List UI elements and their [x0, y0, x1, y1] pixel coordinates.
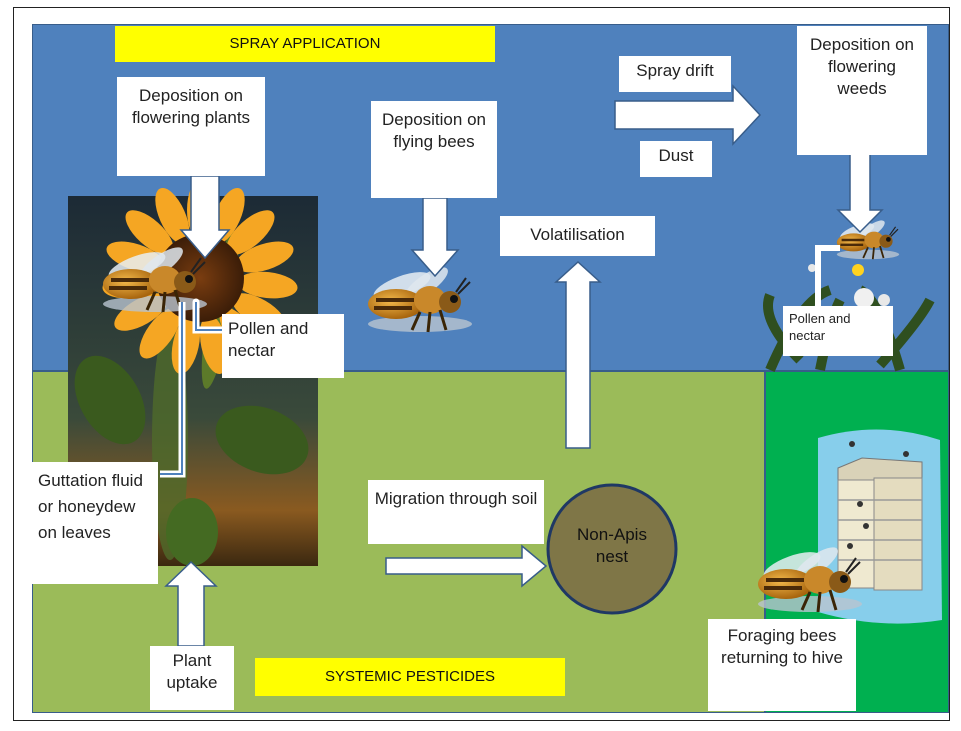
label-dust: Dust [640, 141, 712, 177]
beehive-image [818, 429, 942, 624]
guttation-pipe-outline [160, 302, 183, 475]
label-deposition-flying-bees: Deposition on flying bees [371, 101, 497, 198]
label-volatilisation: Volatilisation [500, 216, 655, 256]
non-apis-nest-circle [546, 483, 678, 615]
arrow-plant-uptake [164, 560, 218, 647]
label-pollen-and-nectar-weeds: Pollen and nectar [783, 306, 893, 356]
label-deposition-flowering-weeds: Deposition on flowering weeds [797, 26, 927, 155]
label-foraging-bees: Foraging bees returning to hive [708, 619, 856, 711]
systemic-pesticides-banner: SYSTEMIC PESTICIDES [255, 658, 565, 696]
arrow-deposition-bees [410, 197, 460, 278]
label-migration-through-soil: Migration through soil [368, 480, 544, 544]
arrow-migration-soil [385, 544, 548, 588]
label-deposition-flowering-plants: Deposition on flowering plants [117, 77, 265, 176]
arrow-spray-drift [614, 84, 762, 146]
arrow-deposition-plants [179, 175, 231, 260]
pollen-pipe-sunflower-outline [195, 302, 222, 331]
flying-bee-icon [366, 259, 474, 334]
arrow-deposition-weeds [836, 153, 884, 234]
label-pollen-and-nectar: Pollen and nectar [222, 314, 344, 378]
label-plant-uptake: Plant uptake [150, 646, 234, 710]
label-spray-drift: Spray drift [619, 56, 731, 92]
pollen-pipe-weeds [815, 245, 840, 310]
label-non-apis-nest: Non-Apis nest [577, 525, 647, 566]
spray-application-banner: SPRAY APPLICATION [115, 26, 495, 62]
arrow-volatilisation [554, 260, 602, 449]
label-guttation-fluid: Guttation fluid or honeydew on leaves [32, 462, 158, 584]
